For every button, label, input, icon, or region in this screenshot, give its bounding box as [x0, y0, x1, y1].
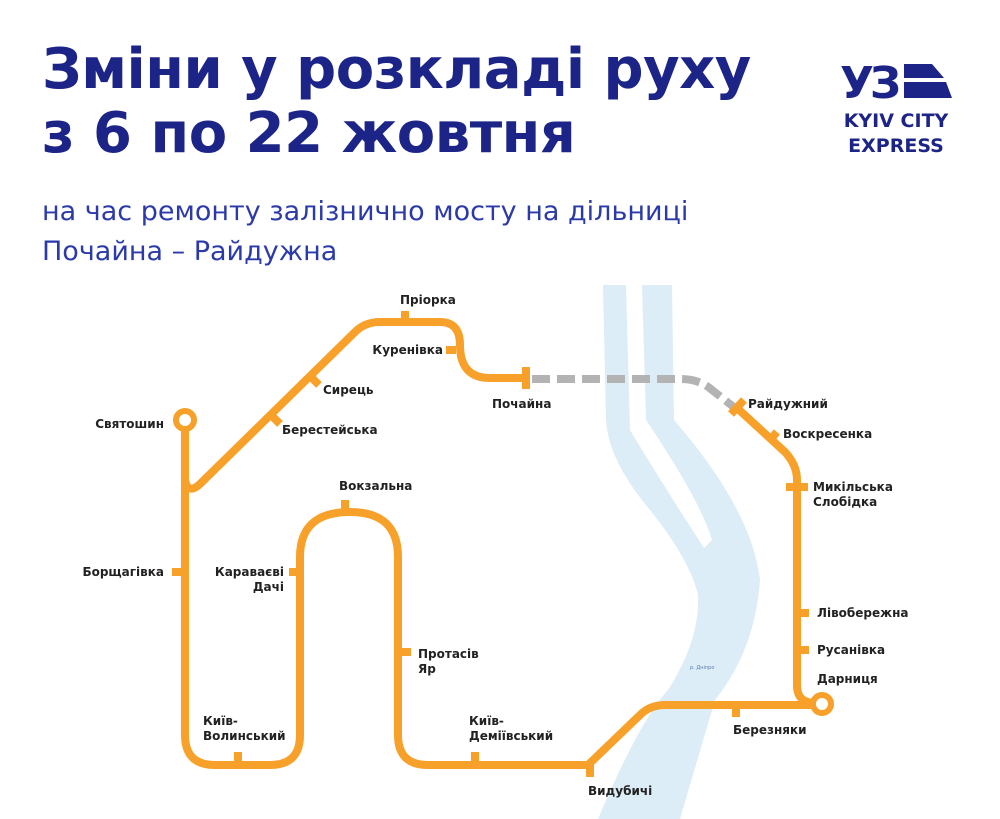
line-east [734, 405, 816, 707]
station-borshchahivka: Борщагівка [82, 565, 164, 579]
station-demiivskyi-line1: Київ- [469, 714, 504, 728]
station-sviatoshyn: Святошин [95, 417, 164, 431]
station-vydubychi: Видубичі [588, 784, 652, 798]
station-volynskyi-line1: Київ- [203, 714, 238, 728]
station-tick-voskresenka [766, 429, 781, 443]
logo-line-1: KYIV CITY [843, 110, 949, 132]
terminal-darnytsia [810, 692, 834, 716]
station-vokzalna: Вокзальна [339, 479, 412, 493]
station-livoberezhna: Лівобережна [817, 606, 909, 620]
station-raiduzhnyi: Райдужний [748, 397, 828, 411]
station-rusanivka: Русанівка [817, 643, 885, 657]
station-karavaievi-line1: Караваєві [215, 565, 284, 579]
title-line-2: з 6 по 22 жовтня [42, 101, 576, 166]
station-bereznyaky: Березняки [733, 723, 807, 737]
subtitle-line-2: Почайна – Райдужна [42, 236, 338, 267]
uz-logo-icon: УЗ [840, 58, 952, 109]
line-north-branch [181, 318, 526, 493]
river-label: р. Дніпро [690, 665, 714, 671]
station-slobidka-line1: Микільська [813, 480, 893, 494]
kyiv-city-express-logo: УЗ KYIV CITY EXPRESS [836, 58, 956, 158]
logo-line-2: EXPRESS [848, 135, 944, 157]
subtitle-line-1: на час ремонту залізнично мосту на дільн… [42, 196, 689, 227]
station-protasiv-line2: Яр [418, 662, 436, 676]
station-protasiv-line1: Протасів [418, 647, 479, 661]
subtitle: на час ремонту залізнично мосту на дільн… [42, 192, 688, 272]
station-tick-syrets [308, 374, 322, 388]
station-berestejska: Берестейська [282, 423, 378, 437]
title-line-1: Зміни у розкладі руху [42, 37, 751, 102]
station-voskresenka: Воскресенка [783, 427, 872, 441]
station-volynskyi-line2: Волинський [203, 729, 286, 743]
station-tick-raiduzhnyi [728, 397, 747, 417]
river-dnipro: р. Дніпро [598, 285, 760, 819]
svg-text:УЗ: УЗ [840, 58, 899, 104]
page-title: Зміни у розкладі руху з 6 по 22 жовтня [42, 38, 751, 166]
terminal-sviatoshyn [173, 408, 197, 432]
station-tick-berestejska [269, 413, 283, 427]
station-syrets: Сирець [323, 383, 374, 397]
station-darnytsia: Дарниця [817, 672, 878, 686]
station-demiivskyi-line2: Деміївський [469, 729, 553, 743]
station-priorka: Пріорка [400, 293, 456, 307]
station-kurenivka: Куренівка [372, 343, 443, 357]
station-pochaina: Почайна [492, 397, 551, 411]
line-west-loop [181, 429, 815, 769]
station-karavaievi-line2: Дачі [253, 580, 284, 594]
closed-section-line [532, 375, 738, 412]
station-slobidka-line2: Слобідка [813, 495, 877, 509]
